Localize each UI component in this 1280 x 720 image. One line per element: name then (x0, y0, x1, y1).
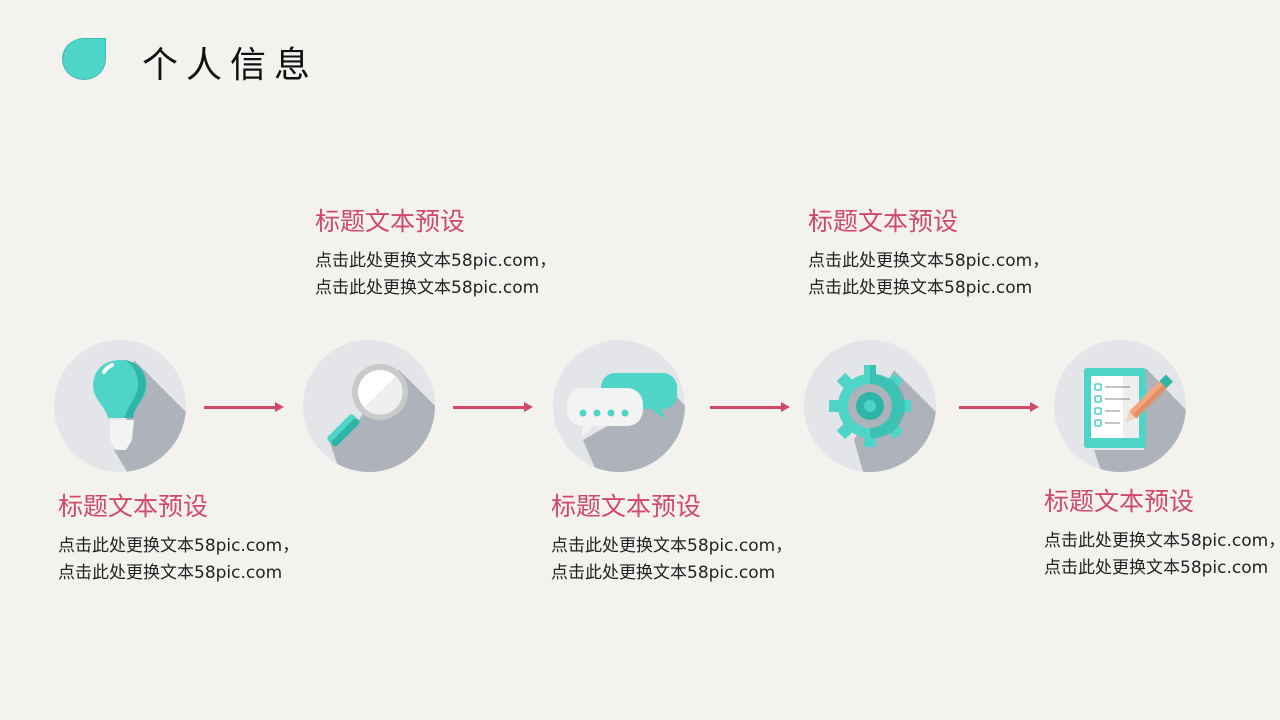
step-5-text: 标题文本预设 点击此处更换文本58pic.com， 点击此处更换文本58pic.c… (1044, 486, 1280, 582)
leaf-icon (62, 38, 106, 80)
step-title: 标题文本预设 (58, 492, 209, 521)
page-title: 个人信息 (142, 45, 319, 86)
step-desc-line: 点击此处更换文本58pic.com， (58, 536, 300, 556)
lightbulb-icon (54, 340, 186, 472)
step-desc-line: 点击此处更换文本58pic.com (551, 563, 776, 583)
step-desc-line: 点击此处更换文本58pic.com (58, 563, 283, 583)
arrow-3 (710, 402, 790, 412)
step-4-text: 标题文本预设 点击此处更换文本58pic.com， 点击此处更换文本58pic.c… (808, 206, 1049, 302)
gear-icon (804, 340, 936, 472)
step-desc-line: 点击此处更换文本58pic.com (808, 278, 1033, 298)
step-desc-line: 点击此处更换文本58pic.com (1044, 558, 1269, 578)
step-desc-line: 点击此处更换文本58pic.com， (315, 251, 557, 271)
step-title: 标题文本预设 (808, 207, 959, 236)
step-desc-line: 点击此处更换文本58pic.com， (551, 536, 793, 556)
step-1-text: 标题文本预设 点击此处更换文本58pic.com， 点击此处更换文本58pic.c… (58, 491, 299, 587)
step-3-text: 标题文本预设 点击此处更换文本58pic.com， 点击此处更换文本58pic.c… (551, 491, 792, 587)
step-title: 标题文本预设 (1044, 487, 1195, 516)
step-title: 标题文本预设 (315, 207, 466, 236)
arrow-4 (959, 402, 1039, 412)
arrow-2 (453, 402, 533, 412)
step-desc-line: 点击此处更换文本58pic.com (315, 278, 540, 298)
arrow-1 (204, 402, 284, 412)
step-title: 标题文本预设 (551, 492, 702, 521)
step-desc-line: 点击此处更换文本58pic.com， (1044, 531, 1280, 551)
step-2-text: 标题文本预设 点击此处更换文本58pic.com， 点击此处更换文本58pic.c… (315, 206, 556, 302)
magnifier-icon (303, 340, 435, 472)
chat-bubbles-icon (553, 340, 685, 472)
checklist-icon (1054, 340, 1186, 472)
step-desc-line: 点击此处更换文本58pic.com， (808, 251, 1050, 271)
